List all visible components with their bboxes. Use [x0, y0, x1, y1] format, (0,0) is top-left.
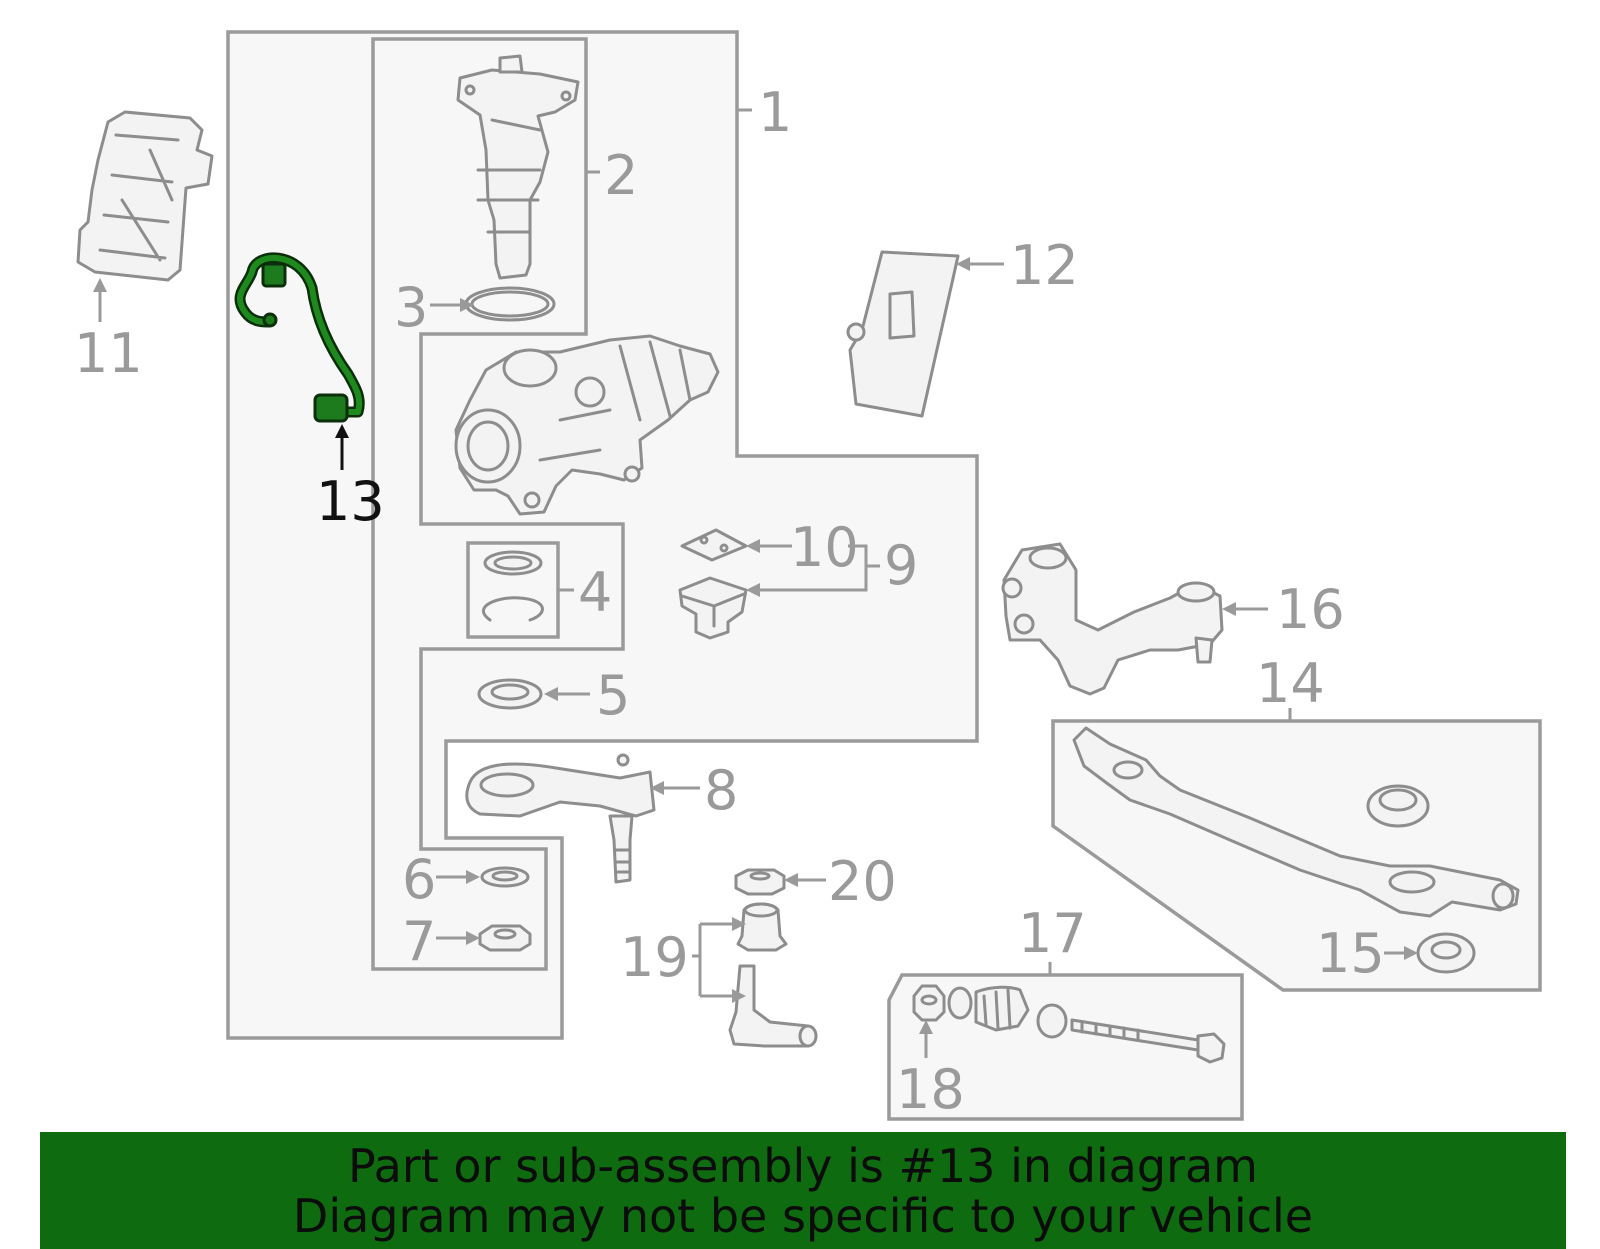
arrow-6	[466, 870, 480, 884]
callout-17: 17	[1018, 902, 1087, 965]
arrow-8	[650, 781, 664, 795]
callout-7: 7	[402, 910, 436, 973]
arrow-16	[1222, 602, 1236, 616]
part-19-boot[interactable]	[736, 902, 788, 952]
arrow-12	[956, 257, 970, 271]
arrow-18	[919, 1020, 933, 1034]
arrow-13	[335, 424, 349, 438]
arrow-20	[784, 873, 798, 887]
callout-14: 14	[1256, 652, 1325, 715]
arrow-11	[93, 278, 107, 292]
callout-9: 9	[884, 534, 918, 597]
callout-3: 3	[394, 276, 428, 339]
part-9-block[interactable]	[678, 576, 748, 640]
callout-19: 19	[620, 926, 689, 989]
part-6-washer[interactable]	[480, 866, 530, 888]
callout-6: 6	[402, 848, 436, 911]
callout-10: 10	[790, 516, 859, 579]
callout-12: 12	[1010, 234, 1079, 297]
info-banner: Part or sub-assembly is #13 in diagram D…	[40, 1132, 1566, 1249]
callout-8: 8	[704, 759, 738, 822]
part-15-bushing[interactable]	[1416, 932, 1476, 974]
part-18-nut[interactable]	[912, 984, 946, 1022]
part-7-nut[interactable]	[478, 924, 532, 952]
arrow-10	[746, 539, 760, 553]
part-5-seal[interactable]	[477, 678, 543, 710]
part-14-relay-rod[interactable]	[1072, 726, 1520, 918]
arrow-15	[1404, 946, 1418, 960]
part-16-idler-arm[interactable]	[1001, 542, 1224, 696]
part-12-cover[interactable]	[846, 250, 960, 418]
part-13-harness[interactable]	[234, 252, 365, 423]
part-17-inner-tie-rod[interactable]	[947, 985, 1226, 1064]
part-20-nut[interactable]	[734, 868, 786, 896]
callout-20: 20	[828, 850, 897, 913]
sub-assembly-frame	[371, 37, 625, 971]
callout-11: 11	[74, 322, 143, 385]
arrow-3	[460, 298, 474, 312]
leader-9	[756, 544, 880, 592]
callout-2: 2	[604, 144, 638, 207]
callout-16: 16	[1276, 578, 1345, 641]
leader-19	[692, 922, 734, 998]
part-8-pitman-arm[interactable]	[465, 753, 656, 884]
arrow-19a	[732, 917, 746, 931]
part-19-tie-rod-end[interactable]	[728, 964, 818, 1048]
callout-13[interactable]: 13	[316, 470, 385, 533]
callout-18: 18	[896, 1058, 965, 1121]
callout-4: 4	[578, 561, 612, 624]
arrow-19b	[732, 989, 746, 1003]
part-2-valve[interactable]	[456, 54, 580, 280]
callout-15: 15	[1316, 922, 1385, 985]
part-4-seals[interactable]	[481, 550, 544, 622]
arrow-7	[466, 931, 480, 945]
banner-line-1: Part or sub-assembly is #13 in diagram	[348, 1138, 1258, 1193]
arrow-9	[746, 583, 760, 597]
arrow-5	[544, 687, 558, 701]
banner-line-2: Diagram may not be specific to your vehi…	[292, 1188, 1314, 1243]
part-11-module[interactable]	[76, 110, 214, 282]
callout-5: 5	[596, 664, 630, 727]
callout-1: 1	[758, 81, 792, 144]
part-14-grommet[interactable]	[1366, 784, 1430, 828]
part-1-gear-housing[interactable]	[454, 334, 720, 516]
